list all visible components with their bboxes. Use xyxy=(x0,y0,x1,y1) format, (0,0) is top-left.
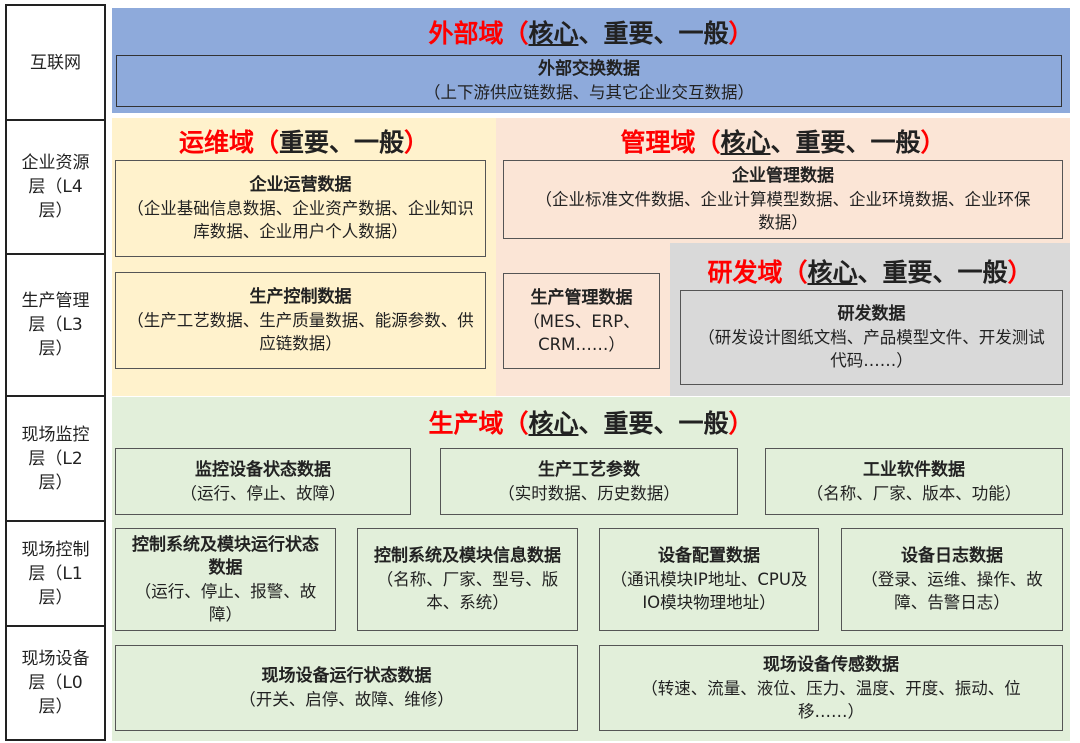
box-desc: （转速、流量、液位、压力、温度、开度、振动、位移……） xyxy=(641,678,1021,721)
rd-domain-title: 研发域（核心、重要、一般） xyxy=(670,253,1070,289)
box-title: 企业运营数据 xyxy=(249,175,352,195)
external-domain-zone xyxy=(112,8,1070,113)
layer-l0: 现场设备层（L0层） xyxy=(5,625,106,741)
layer-label: 互联网 xyxy=(30,52,81,73)
box-desc: （开关、启停、故障、维修） xyxy=(239,690,454,709)
enterprise-mgmt-data-box: 企业管理数据 （企业标准文件数据、企业计算模型数据、企业环境数据、企业环保数据） xyxy=(503,160,1063,239)
external-domain-title: 外部域（核心、重要、一般） xyxy=(112,14,1070,50)
l0-data-box: 现场设备运行状态数据 （开关、启停、故障、维修） xyxy=(115,645,578,731)
domain-name: 生产域 xyxy=(428,409,504,438)
box-title: 监控设备状态数据 xyxy=(195,459,331,480)
paren: ） xyxy=(728,19,754,48)
l1-data-box: 控制系统及模块信息数据 （名称、厂家、型号、版本、系统） xyxy=(357,528,578,631)
paren: ） xyxy=(920,128,946,157)
levels: 、重要、一般 xyxy=(857,258,1008,287)
box-desc: （生产工艺数据、生产质量数据、能源参数、供应链数据） xyxy=(127,311,474,353)
box-title: 工业软件数据 xyxy=(863,459,965,480)
domain-name: 管理域 xyxy=(620,128,696,157)
l1-data-box: 设备配置数据 （通讯模块IP地址、CPU及IO模块物理地址） xyxy=(599,528,819,631)
box-title: 生产控制数据 xyxy=(249,287,352,307)
layer-l3: 生产管理层（L3层） xyxy=(5,253,106,397)
box-title: 设备日志数据 xyxy=(901,546,1003,566)
paren: （ xyxy=(503,409,529,438)
box-desc: （上下游供应链数据、与其它企业交互数据） xyxy=(424,83,754,102)
box-title: 生产工艺参数 xyxy=(538,459,640,480)
layer-l1: 现场控制层（L1层） xyxy=(5,520,106,627)
core-level: 核心 xyxy=(720,128,771,157)
paren: （ xyxy=(253,128,279,157)
paren: （ xyxy=(695,128,721,157)
core-level: 核心 xyxy=(528,409,579,438)
box-desc: （企业基础信息数据、企业资产数据、企业知识库数据、企业用户个人数据） xyxy=(127,199,474,241)
box-title: 生产管理数据 xyxy=(530,287,633,308)
box-desc: （登录、运维、操作、故障、告警日志） xyxy=(861,570,1043,612)
rd-data-box: 研发数据 （研发设计图纸文档、产品模型文件、开发测试代码……） xyxy=(680,290,1063,385)
domain-name: 研发域 xyxy=(707,258,783,287)
l1-data-box: 设备日志数据 （登录、运维、操作、故障、告警日志） xyxy=(841,528,1063,631)
box-desc: （通讯模块IP地址、CPU及IO模块物理地址） xyxy=(610,570,808,612)
box-desc: （名称、厂家、版本、功能） xyxy=(806,483,1022,503)
box-desc: （名称、厂家、型号、版本、系统） xyxy=(376,570,559,612)
box-desc: （运行、停止、报警、故障） xyxy=(134,581,317,624)
box-title: 控制系统及模块信息数据 xyxy=(374,546,561,566)
layer-label: 现场监控层（L2层） xyxy=(21,424,90,493)
box-title: 企业管理数据 xyxy=(732,166,834,186)
l0-data-box: 现场设备传感数据 （转速、流量、液位、压力、温度、开度、振动、位移……） xyxy=(599,645,1063,731)
layer-label: 生产管理层（L3层） xyxy=(21,291,90,359)
box-desc: （MES、ERP、CRM……） xyxy=(523,311,640,354)
mgmt-domain-title: 管理域（核心、重要、一般） xyxy=(496,123,1070,159)
domain-name: 外部域 xyxy=(428,19,504,48)
prod-domain-title: 生产域（核心、重要、一般） xyxy=(112,404,1070,440)
paren: ） xyxy=(404,128,430,157)
production-control-data-box: 生产控制数据 （生产工艺数据、生产质量数据、能源参数、供应链数据） xyxy=(115,272,486,369)
l2-data-box: 工业软件数据 （名称、厂家、版本、功能） xyxy=(765,448,1063,515)
layer-label: 现场控制层（L1层） xyxy=(21,539,90,608)
layer-l2: 现场监控层（L2层） xyxy=(5,395,106,522)
levels: 、重要、一般 xyxy=(770,128,921,157)
box-desc: （企业标准文件数据、企业计算模型数据、企业环境数据、企业环保数据） xyxy=(535,190,1031,232)
layer-label: 现场设备层（L0层） xyxy=(21,649,90,717)
l2-data-box: 监控设备状态数据 （运行、停止、故障） xyxy=(115,448,411,515)
layer-label: 企业资源层（L4层） xyxy=(21,153,90,221)
box-title: 外部交换数据 xyxy=(538,59,640,79)
layer-internet: 互联网 xyxy=(5,4,106,121)
external-exchange-data-box: 外部交换数据 （上下游供应链数据、与其它企业交互数据） xyxy=(116,55,1062,107)
prod-domain-zone xyxy=(112,397,1070,741)
core-level: 核心 xyxy=(807,258,858,287)
l2-data-box: 生产工艺参数 （实时数据、历史数据） xyxy=(440,448,738,515)
paren: （ xyxy=(503,19,529,48)
production-mgmt-data-box: 生产管理数据 （MES、ERP、CRM……） xyxy=(503,273,660,369)
box-desc: （研发设计图纸文档、产品模型文件、开发测试代码……） xyxy=(698,328,1045,370)
ops-domain-title: 运维域（重要、一般） xyxy=(112,123,496,159)
levels: 、重要、一般 xyxy=(578,409,729,438)
box-title: 现场设备运行状态数据 xyxy=(261,666,432,686)
paren: ） xyxy=(1007,258,1033,287)
box-title: 设备配置数据 xyxy=(658,546,760,566)
rd-domain-zone xyxy=(670,243,1070,396)
domain-name: 运维域 xyxy=(178,128,254,157)
core-level: 核心 xyxy=(528,19,579,48)
box-desc: （实时数据、历史数据） xyxy=(498,483,680,503)
l1-data-box: 控制系统及模块运行状态数据（运行、停止、报警、故障） xyxy=(115,528,336,631)
ops-domain-zone xyxy=(112,118,496,396)
box-title: 现场设备传感数据 xyxy=(763,654,899,675)
layer-l4: 企业资源层（L4层） xyxy=(5,119,106,255)
paren: （ xyxy=(782,258,808,287)
levels: 、重要、一般 xyxy=(578,19,729,48)
paren: ） xyxy=(728,409,754,438)
box-desc: （运行、停止、故障） xyxy=(180,483,346,503)
box-title: 研发数据 xyxy=(837,304,906,324)
box-title: 控制系统及模块运行状态数据 xyxy=(132,534,319,578)
enterprise-ops-data-box: 企业运营数据 （企业基础信息数据、企业资产数据、企业知识库数据、企业用户个人数据） xyxy=(115,160,486,257)
levels: 重要、一般 xyxy=(279,128,405,157)
